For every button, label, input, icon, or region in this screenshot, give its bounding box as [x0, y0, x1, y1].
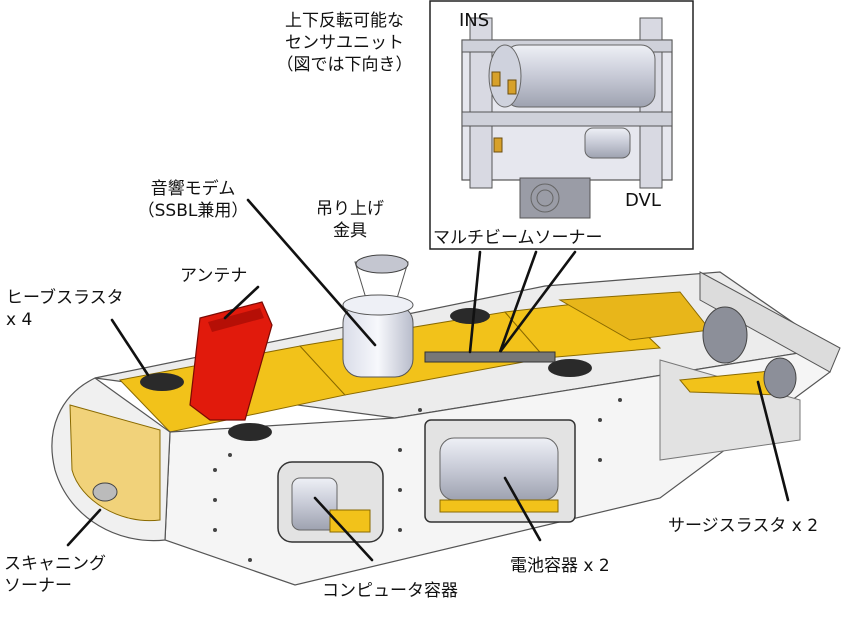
sensor-unit-line-1: 上下反転可能な	[285, 11, 404, 31]
sensor-unit-line-2: センサユニット	[285, 33, 404, 53]
scanning-line-1: スキャニング	[4, 554, 106, 574]
lifting-line-2: 金具	[333, 221, 367, 241]
sensor-unit-inset	[429, 0, 694, 250]
ins-label: INS	[459, 10, 490, 31]
heave-line-1: ヒーブスラスタ	[6, 288, 124, 308]
leader-lines	[66, 198, 790, 562]
scanning-sonar-label: スキャニング ソーナー	[4, 553, 106, 597]
heave-thruster-label: ヒーブスラスタ x 4	[6, 287, 124, 331]
lifting-label: 吊り上げ 金具	[305, 198, 395, 242]
dvl-label: DVL	[625, 190, 661, 211]
lifting-line-1: 吊り上げ	[316, 199, 384, 219]
modem-label: 音響モデム （SSBL兼用）	[108, 178, 278, 222]
antenna-shape	[189, 301, 273, 421]
sensor-unit-line-3: （図では下向き）	[276, 55, 413, 75]
battery-label: 電池容器 x 2	[510, 556, 610, 576]
acoustic-modem	[342, 254, 414, 378]
surge-thruster-label: サージスラスタ x 2	[668, 516, 819, 536]
multibeam-label: マルチビームソーナー	[433, 228, 603, 248]
modem-line-1: 音響モデム	[150, 179, 236, 199]
heave-line-2: x 4	[6, 310, 33, 330]
scanning-line-2: ソーナー	[4, 576, 72, 596]
sensor-unit-label: 上下反転可能な センサユニット （図では下向き）	[262, 10, 427, 76]
antenna-label: アンテナ	[180, 266, 248, 286]
modem-line-2: （SSBL兼用）	[137, 201, 249, 221]
computer-label: コンピュータ容器	[322, 581, 458, 601]
vehicle-hull	[51, 271, 841, 586]
